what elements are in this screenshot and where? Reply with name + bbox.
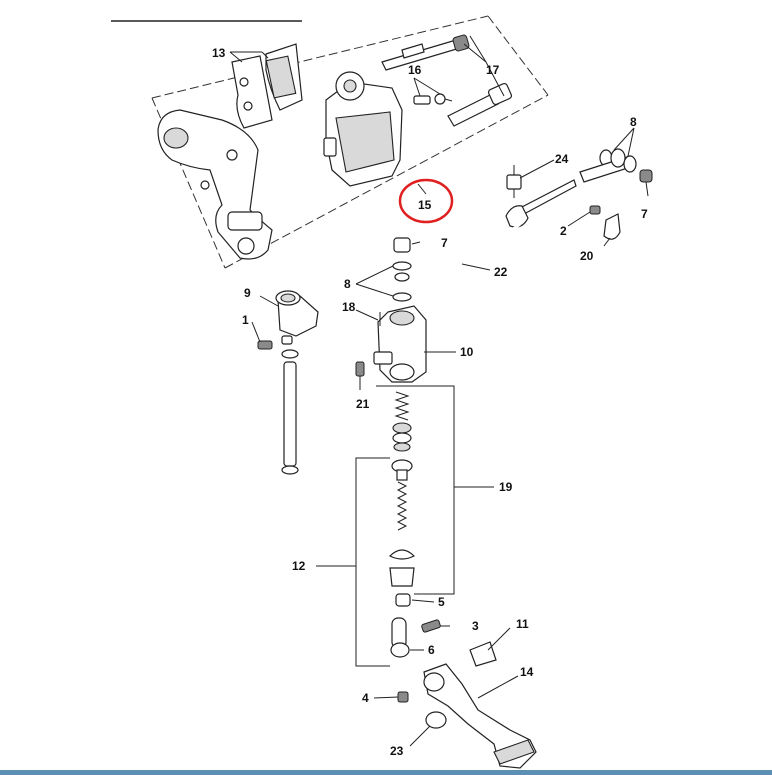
callout-12: 12	[292, 559, 306, 573]
brake-hose	[403, 165, 577, 288]
callout-8-right: 8	[630, 115, 637, 129]
callout-15: 15	[418, 198, 432, 212]
callout-16: 16	[408, 63, 422, 77]
pushrod	[388, 459, 416, 607]
leader-lines	[229, 35, 649, 747]
reservoir-hose	[281, 349, 299, 475]
caliper-pins	[381, 34, 513, 127]
callout-20: 20	[580, 249, 594, 263]
washer-23	[425, 711, 447, 729]
screw-21	[355, 361, 365, 377]
callout-5: 5	[438, 595, 445, 609]
brake-pads	[231, 43, 303, 129]
callout-9: 9	[244, 286, 251, 300]
fluid-reservoir	[275, 290, 319, 345]
callout-3: 3	[472, 619, 479, 633]
nut-4	[397, 691, 409, 703]
master-cylinder-top	[392, 237, 412, 302]
hose-clip	[589, 205, 621, 240]
caliper-bracket	[157, 109, 273, 260]
callout-4: 4	[362, 691, 369, 705]
highlighted-callout-15[interactable]: 15	[398, 178, 454, 224]
callout-8: 8	[344, 277, 351, 291]
bottom-bar	[0, 770, 772, 775]
screw-1	[257, 340, 273, 350]
bracket-19	[376, 385, 455, 595]
callout-19: 19	[499, 480, 513, 494]
callout-6: 6	[428, 643, 435, 657]
callout-23: 23	[390, 744, 404, 758]
brake-pedal	[423, 641, 537, 769]
highlight-circle	[398, 178, 454, 224]
piston-spring	[392, 391, 412, 452]
master-cylinder	[373, 305, 427, 383]
callout-labels: 13 17 16 8 24 7 2 20 7 22 8 9 18 1 10 21…	[212, 46, 648, 758]
callout-11: 11	[516, 617, 529, 631]
callout-18: 18	[342, 300, 356, 314]
callout-24: 24	[555, 152, 569, 166]
callout-10: 10	[460, 345, 474, 359]
callout-14: 14	[520, 665, 534, 679]
caliper-body	[323, 71, 403, 187]
callout-21: 21	[356, 397, 370, 411]
clevis	[390, 617, 441, 658]
bracket-12	[355, 457, 390, 667]
callout-22: 22	[494, 265, 508, 279]
callout-7-right: 7	[641, 207, 648, 221]
callout-2: 2	[560, 224, 567, 238]
callout-17: 17	[486, 63, 500, 77]
banjo-fitting-right	[579, 148, 653, 183]
callout-1: 1	[242, 313, 249, 327]
callout-13: 13	[212, 46, 226, 60]
callout-7: 7	[441, 236, 448, 250]
